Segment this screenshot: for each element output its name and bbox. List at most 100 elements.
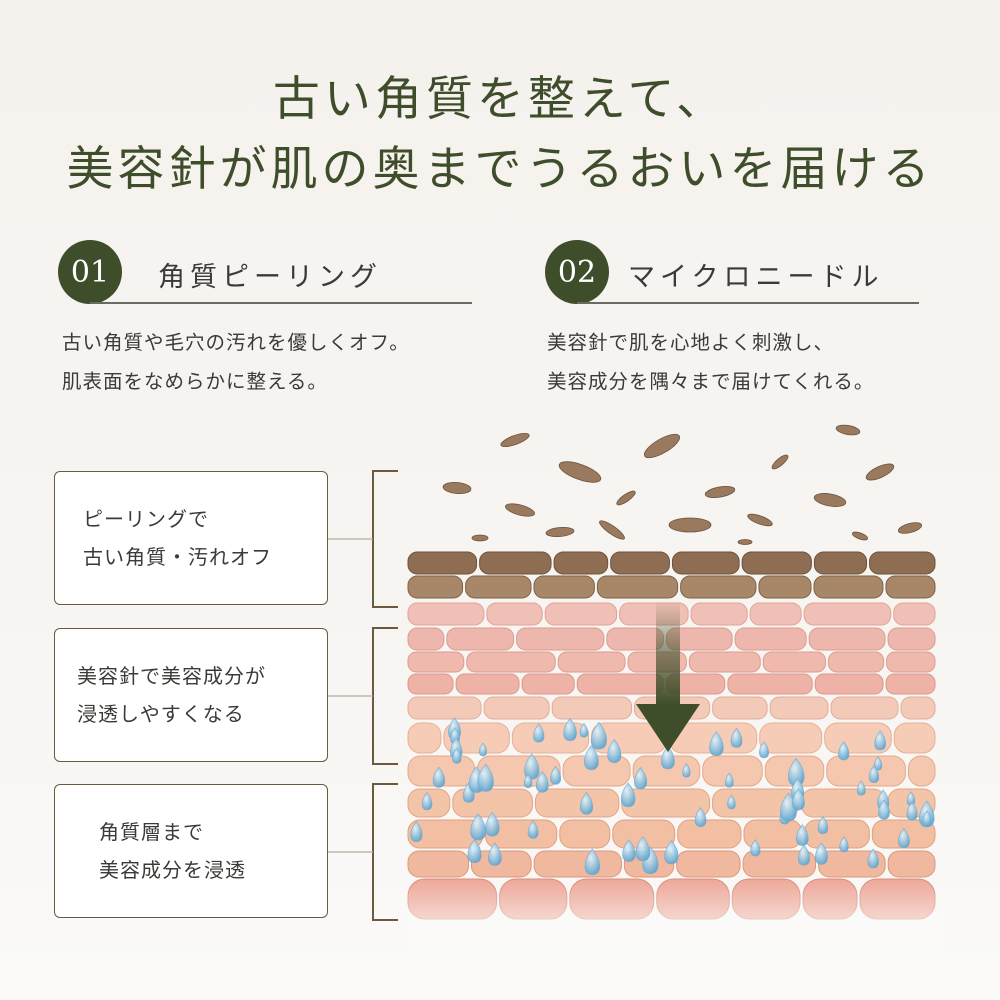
droplet-icon	[796, 824, 809, 846]
down-arrow-icon	[636, 600, 700, 752]
skin-cell	[470, 850, 532, 878]
droplet-icon	[878, 799, 890, 820]
skin-cell	[680, 575, 757, 599]
skin-flake-icon	[471, 534, 489, 542]
droplet-icon	[750, 839, 761, 857]
label-peeling-line-2: 古い角質・汚れオフ	[83, 545, 272, 569]
droplet-icon	[839, 836, 849, 853]
step-02-badge: 02	[545, 240, 609, 304]
skin-cell	[826, 755, 906, 787]
droplet-icon	[563, 717, 577, 742]
skin-cell	[885, 575, 936, 599]
droplet-icon	[579, 722, 589, 738]
skin-cell	[801, 788, 886, 818]
droplet-icon	[533, 723, 545, 743]
skin-flake-icon	[442, 481, 472, 495]
skin-cell	[533, 575, 595, 599]
skin-cell	[690, 602, 748, 626]
skin-cell	[455, 673, 520, 695]
skin-cell	[479, 551, 552, 575]
skin-cell	[742, 850, 817, 878]
skin-cell	[869, 551, 936, 575]
skin-cell	[446, 627, 515, 651]
step-02-description-line-1: 美容針で肌を心地よく刺激し、	[547, 331, 835, 354]
droplet-icon	[634, 767, 648, 790]
skin-flake-icon	[500, 432, 530, 448]
step-01-description-line-2: 肌表面をなめらかに整える。	[62, 370, 328, 393]
bracket-2	[372, 627, 398, 765]
skin-cell	[407, 551, 478, 575]
skin-cell	[407, 673, 454, 695]
skin-cell	[758, 575, 812, 599]
skin-flake-icon	[505, 503, 535, 517]
skin-cell	[466, 651, 556, 673]
droplet-icon	[432, 766, 446, 788]
droplet-icon	[727, 794, 736, 810]
skin-cell	[677, 819, 742, 849]
droplet-icon	[485, 811, 500, 837]
droplet-icon	[622, 839, 636, 862]
droplet-icon	[906, 801, 918, 821]
skin-cell	[559, 819, 611, 849]
droplet-icon	[590, 721, 607, 750]
droplet-icon	[664, 839, 679, 865]
droplet-icon	[838, 741, 850, 761]
skin-flake-icon	[545, 526, 575, 538]
skin-cell	[808, 627, 886, 651]
droplet-icon	[488, 842, 502, 866]
droplet-icon	[856, 780, 866, 796]
skin-cell	[830, 696, 899, 720]
skin-cell	[606, 627, 664, 651]
skin-cell	[465, 575, 532, 599]
label-stratum-corneum: 角質層まで 美容成分を浸透	[54, 784, 328, 918]
label-stratum-corneum-line-2: 美容成分を浸透	[99, 858, 246, 882]
skin-cell	[803, 602, 892, 626]
droplet-icon	[814, 842, 828, 865]
skin-flake-icon	[599, 520, 625, 540]
droplet-icon	[922, 810, 932, 827]
droplet-icon	[479, 742, 488, 757]
droplet-icon	[797, 844, 811, 866]
headline-line-2: 美容針が肌の奥までうるおいを届ける	[66, 142, 934, 197]
skin-cell	[621, 788, 711, 818]
skin-cell	[576, 673, 664, 695]
droplet-icon	[452, 747, 462, 764]
skin-cell	[893, 602, 936, 626]
headline-line-1: 古い角質を整えて、	[272, 72, 728, 127]
step-02-description-line-2: 美容成分を隅々まで届けてくれる。	[547, 370, 875, 393]
step-01-title: 角質ピーリング	[158, 262, 382, 293]
skin-cell	[407, 602, 485, 626]
label-penetration-line-2: 浸透しやすくなる	[77, 702, 245, 726]
skin-cell	[486, 602, 543, 626]
skin-flake-icon	[737, 539, 753, 545]
step-01-description-line-1: 古い角質や毛穴の汚れを優しくオフ。	[62, 331, 410, 354]
droplet-icon	[759, 741, 769, 759]
droplet-icon	[524, 753, 540, 780]
step-02-title: マイクロニードル	[628, 262, 884, 293]
skin-cell	[521, 673, 575, 695]
skin-flake-icon	[852, 531, 868, 541]
droplet-icon	[730, 727, 743, 748]
skin-cell	[907, 755, 936, 787]
skin-cell	[749, 602, 802, 626]
step-02-divider	[577, 302, 919, 304]
skin-cell	[671, 551, 740, 575]
droplet-icon	[535, 770, 549, 793]
skin-cell	[893, 722, 936, 754]
label-peeling: ピーリングで 古い角質・汚れオフ	[54, 471, 328, 605]
skin-cell	[827, 651, 885, 673]
skin-cell	[759, 722, 823, 754]
skin-cell	[483, 696, 550, 720]
label-stratum-corneum-line-1: 角質層まで	[99, 820, 204, 844]
step-01-divider	[90, 302, 472, 304]
skin-cell	[688, 651, 761, 673]
exfoliated-flakes	[442, 424, 923, 545]
skin-cell	[727, 673, 813, 695]
droplet-icon	[527, 820, 539, 839]
droplet-icon	[410, 821, 423, 842]
skin-cell	[712, 696, 768, 720]
droplet-icon	[467, 839, 482, 864]
label-peeling-line-1: ピーリングで	[83, 507, 209, 531]
skin-cell	[407, 651, 465, 673]
skin-cell	[741, 551, 812, 575]
